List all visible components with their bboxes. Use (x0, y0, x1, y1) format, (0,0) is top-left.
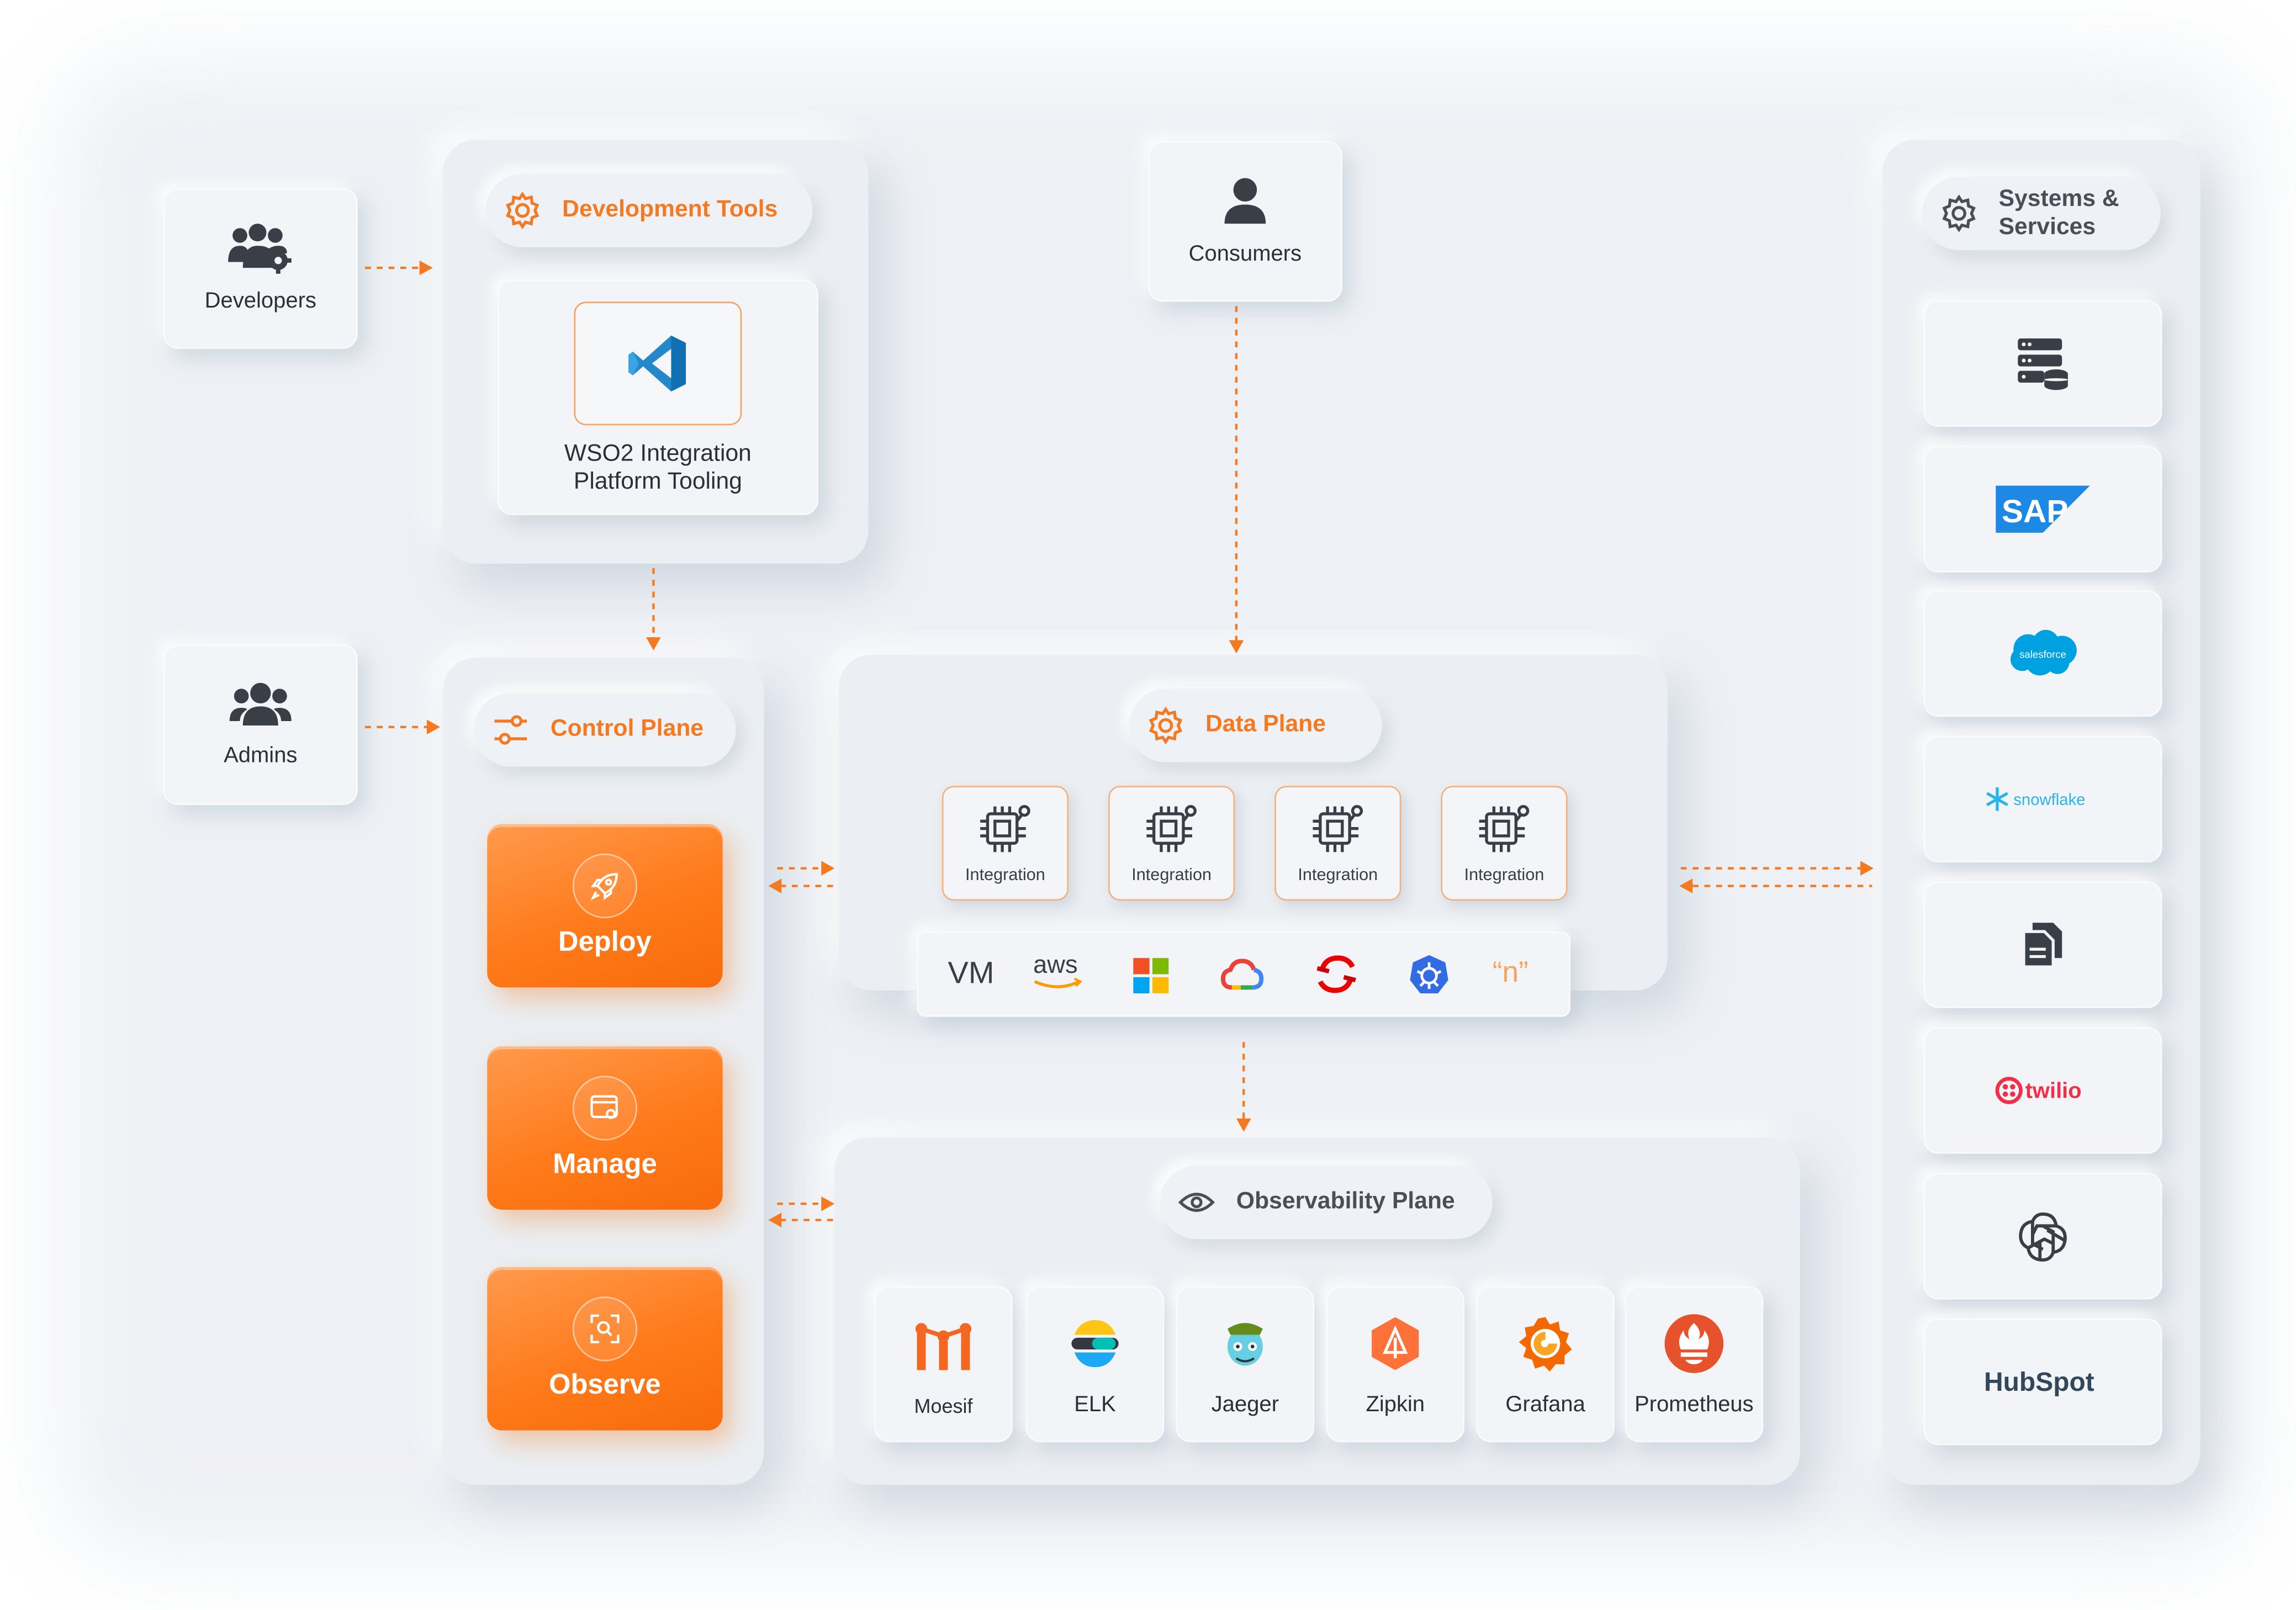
control-plane-header: Control Plane (474, 693, 736, 767)
systems-services-title: Systems & Services (1998, 187, 2119, 240)
zipkin-card[interactable]: Zipkin (1326, 1286, 1465, 1443)
svg-text:salesforce: salesforce (2019, 648, 2066, 660)
chip-icon (1146, 804, 1197, 852)
svg-text:twilio: twilio (2025, 1078, 2082, 1103)
systems-services-header: Systems & Services (1922, 176, 2161, 251)
microsoft-logo (1133, 958, 1169, 994)
window-settings-icon (590, 1094, 618, 1119)
system-item-openai[interactable] (1923, 1173, 2162, 1300)
developers-icon (228, 224, 292, 274)
jaeger-logo (1227, 1323, 1263, 1366)
vscode-logo-box (574, 301, 742, 426)
aws-logo: aws (1033, 951, 1086, 997)
zipkin-label: Zipkin (1366, 1392, 1425, 1417)
grafana-logo (1519, 1317, 1572, 1372)
gear-icon (506, 192, 539, 230)
prometheus-logo (1664, 1314, 1724, 1373)
development-tools-title: Development Tools (562, 197, 778, 223)
system-item-hubspot[interactable]: HubSpot (1923, 1318, 2162, 1445)
openshift-logo (1316, 955, 1356, 993)
system-item-snowflake[interactable]: snowflake (1923, 735, 2162, 862)
observability-plane-header: Observability Plane (1160, 1165, 1493, 1240)
observe-label: Observe (549, 1369, 661, 1401)
n-label: “n” (1492, 956, 1528, 989)
integration-label: Integration (1298, 866, 1378, 885)
moesif-logo (915, 1323, 972, 1370)
openai-logo (2019, 1212, 2067, 1262)
sap-logo: SAP (1996, 485, 2090, 533)
manage-label: Manage (553, 1148, 657, 1180)
rocket-icon (590, 872, 618, 900)
grafana-card[interactable]: Grafana (1476, 1286, 1615, 1443)
elk-card[interactable]: ELK (1025, 1286, 1165, 1443)
tooling-card[interactable]: WSO2 Integration Platform Tooling (497, 279, 818, 515)
moesif-card[interactable]: Moesif (874, 1286, 1013, 1443)
deploy-button[interactable]: Deploy (487, 824, 723, 988)
jaeger-label: Jaeger (1211, 1392, 1279, 1417)
observability-plane-title: Observability Plane (1236, 1189, 1455, 1214)
twilio-logo: twilio (1995, 1077, 2082, 1104)
integration-label: Integration (1131, 866, 1212, 885)
document-icon (2022, 923, 2062, 968)
vm-label: VM (948, 956, 994, 991)
svg-text:SAP: SAP (2002, 494, 2068, 529)
admins-icon (229, 682, 292, 726)
prometheus-card[interactable]: Prometheus (1625, 1286, 1764, 1443)
kubernetes-logo (1410, 955, 1448, 994)
eye-icon (1178, 1193, 1215, 1212)
system-item-salesforce[interactable]: salesforce (1923, 590, 2162, 717)
runtime-strip: VM aws “n” (917, 931, 1570, 1017)
scan-search-icon (590, 1314, 620, 1343)
vscode-icon (628, 335, 686, 391)
gear-icon (1942, 194, 1976, 232)
chip-icon (1313, 804, 1363, 852)
admins-actor[interactable]: Admins (163, 644, 358, 805)
svg-text:snowflake: snowflake (2013, 791, 2085, 809)
integration-label: Integration (1464, 866, 1544, 885)
consumers-actor[interactable]: Consumers (1148, 141, 1342, 302)
manage-button[interactable]: Manage (487, 1046, 723, 1210)
system-item-documents[interactable] (1923, 881, 2162, 1008)
developers-label: Developers (204, 288, 316, 314)
integration-card[interactable]: Integration (1108, 786, 1235, 901)
development-tools-header: Development Tools (485, 173, 813, 247)
sliders-icon (494, 715, 527, 745)
svg-text:HubSpot: HubSpot (1984, 1368, 2094, 1397)
integration-card[interactable]: Integration (1274, 786, 1401, 901)
google-cloud-logo (1220, 958, 1264, 990)
admins-label: Admins (224, 743, 298, 769)
integration-card[interactable]: Integration (941, 786, 1069, 901)
jaeger-card[interactable]: Jaeger (1176, 1286, 1315, 1443)
system-item-sap[interactable]: SAP (1923, 446, 2162, 573)
grafana-label: Grafana (1505, 1392, 1585, 1417)
gear-icon (1149, 706, 1183, 745)
chip-icon (1479, 804, 1530, 852)
moesif-label: Moesif (914, 1395, 973, 1417)
developers-actor[interactable]: Developers (163, 188, 358, 349)
elk-logo (1071, 1320, 1119, 1368)
database-server-icon (2018, 338, 2068, 390)
system-item-database[interactable] (1923, 300, 2162, 427)
control-plane-title: Control Plane (550, 717, 704, 742)
integration-label: Integration (965, 866, 1045, 885)
data-plane-title: Data Plane (1205, 712, 1326, 738)
prometheus-label: Prometheus (1634, 1392, 1754, 1417)
observe-button[interactable]: Observe (487, 1267, 723, 1431)
hubspot-logo: HubSpot (1984, 1368, 2094, 1397)
tooling-label: WSO2 Integration Platform Tooling (564, 441, 752, 495)
zipkin-logo (1372, 1317, 1419, 1370)
elk-label: ELK (1074, 1392, 1116, 1417)
data-plane-header: Data Plane (1129, 689, 1382, 762)
chip-icon (980, 804, 1030, 852)
deploy-label: Deploy (558, 926, 652, 957)
system-item-twilio[interactable]: twilio (1923, 1027, 2162, 1154)
snowflake-logo: snowflake (1986, 787, 2086, 811)
salesforce-logo: salesforce (2010, 629, 2077, 676)
integration-card[interactable]: Integration (1441, 786, 1568, 901)
consumers-label: Consumers (1188, 241, 1302, 267)
consumer-icon (1224, 178, 1266, 224)
